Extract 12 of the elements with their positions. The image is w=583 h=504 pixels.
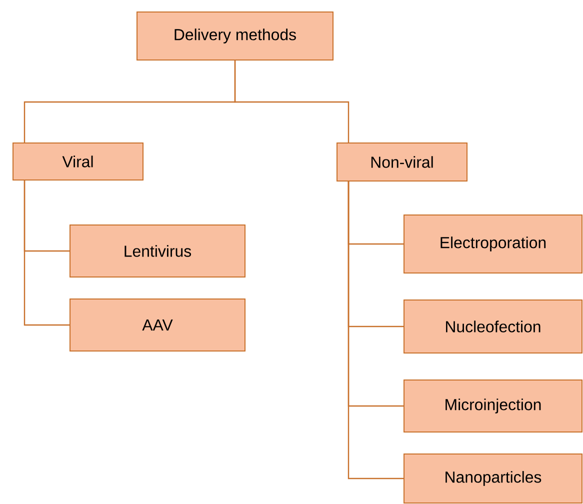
category-box: Nucleofection	[404, 300, 582, 354]
category-box: Non-viral	[336, 142, 468, 182]
category-box: Electroporation	[404, 214, 582, 274]
category-box: Viral	[12, 142, 144, 180]
category-box: AAV	[70, 298, 246, 352]
category-box: Lentivirus	[70, 224, 246, 278]
connector-line	[348, 182, 404, 480]
category-box: Nanoparticles	[404, 454, 582, 504]
connector-line	[234, 60, 350, 142]
category-box: Delivery methods	[136, 12, 334, 60]
category-box: Microinjection	[404, 380, 582, 432]
connector-line	[24, 180, 70, 326]
